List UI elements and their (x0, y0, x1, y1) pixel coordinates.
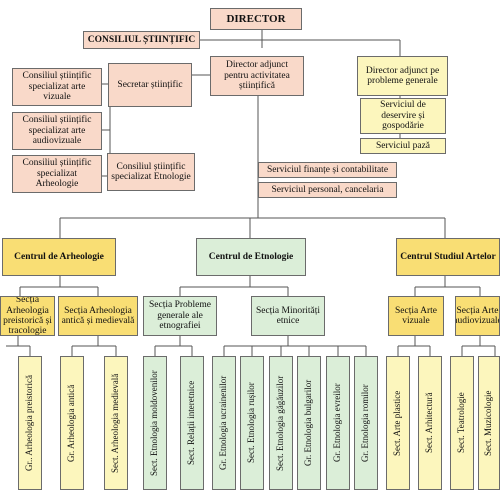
director-box: DIRECTOR (210, 8, 302, 30)
finance-service-box: Serviciul finanțe și contabilitate (258, 162, 397, 178)
group-russian-box: Sect. Etnologia rușilor (240, 356, 264, 490)
center-arts-box: Centrul Studiul Artelor (396, 238, 500, 276)
maintenance-service-box: Serviciul de deservire și gospodărie (360, 98, 446, 134)
group-medieval-label: Sect. Arheologia medievală (110, 373, 121, 473)
group-musicology-label: Sect. Muzicologie (483, 390, 494, 456)
scientific-secretary-box: Secretar științific (108, 63, 192, 107)
group-prehistoric-box: Gr.. Arheologia preistorică (18, 356, 42, 490)
group-prehistoric-label: Gr.. Arheologia preistorică (24, 375, 35, 471)
group-roma-box: Gr. Etnologia romilor (354, 356, 378, 490)
group-gagauz-label: Sect. Etnologia găgăuzilor (275, 375, 286, 471)
personnel-service-box: Serviciul personal, cancelaria (258, 182, 397, 198)
section-prehistoric-box: Secția Arheologia preistorică și tracolo… (0, 296, 55, 336)
section-ethnography-box: Secția Probleme generale ale etnografiei (143, 296, 217, 336)
section-ancient-medieval-box: Secția Arheologia antică și medievală (58, 296, 138, 336)
council-archaeology-box: Consiliul științific specializat Arheolo… (12, 155, 102, 193)
group-medieval-box: Sect. Arheologia medievală (104, 356, 128, 490)
group-bulgarian-label: Gr. Etnologia bulgarilor (303, 379, 314, 467)
council-visual-arts-box: Consiliul științific specializat arte vi… (12, 68, 102, 106)
deputy-science-box: Director adjunct pentru activitatea știi… (210, 56, 304, 96)
group-musicology-box: Sect. Muzicologie (478, 356, 500, 490)
group-bulgarian-box: Gr. Etnologia bulgarilor (297, 356, 321, 490)
group-plastic-arts-label: Sect. Arte plastice (392, 390, 403, 456)
group-theatre-label: Sect. Teatrologie (456, 392, 467, 454)
group-gagauz-box: Sect. Etnologia găgăuzilor (269, 356, 293, 490)
group-ancient-label: Gr. Arheologia antică (66, 384, 77, 462)
group-roma-label: Gr. Etnologia romilor (360, 384, 371, 462)
group-interethnic-box: Sect. Relații interetnice (180, 356, 204, 490)
group-ukrainian-box: Gr. Etnologia ucrainenilor (212, 356, 236, 490)
section-visual-arts-box: Secția Arte vizuale (388, 296, 444, 336)
council-audiovisual-box: Consiliul științific specializat arte au… (12, 112, 102, 150)
group-plastic-arts-box: Sect. Arte plastice (386, 356, 410, 490)
council-ethnology-box: Consiliul științific specializat Etnolog… (107, 153, 195, 191)
center-archaeology-box: Centrul de Arheologie (2, 238, 116, 276)
group-jewish-box: Gr. Etnologia evreilor (326, 356, 350, 490)
scientific-council-box: CONSILIUL ȘTIINȚIFIC (83, 31, 200, 49)
guard-service-box: Serviciul pază (360, 138, 446, 154)
group-interethnic-label: Sect. Relații interetnice (186, 380, 197, 466)
group-moldovan-box: Sect. Etnologia moldovenilor (143, 356, 167, 490)
group-architecture-box: Sect. Arhitectură (418, 356, 442, 490)
section-minorities-box: Secția Minorități etnice (251, 296, 325, 336)
section-audiovisual-box: Secția Arte audiovizuale (455, 296, 500, 336)
center-ethnology-box: Centrul de Etnologie (196, 238, 306, 276)
group-theatre-box: Sect. Teatrologie (450, 356, 474, 490)
group-russian-label: Sect. Etnologia rușilor (246, 382, 257, 464)
group-jewish-label: Gr. Etnologia evreilor (332, 383, 343, 463)
group-ancient-box: Gr. Arheologia antică (60, 356, 84, 490)
group-architecture-label: Sect. Arhitectură (424, 392, 435, 454)
deputy-general-box: Director adjunct pe probleme generale (357, 56, 448, 96)
group-moldovan-label: Sect. Etnologia moldovenilor (149, 370, 160, 476)
group-ukrainian-label: Gr. Etnologia ucrainenilor (218, 375, 229, 471)
